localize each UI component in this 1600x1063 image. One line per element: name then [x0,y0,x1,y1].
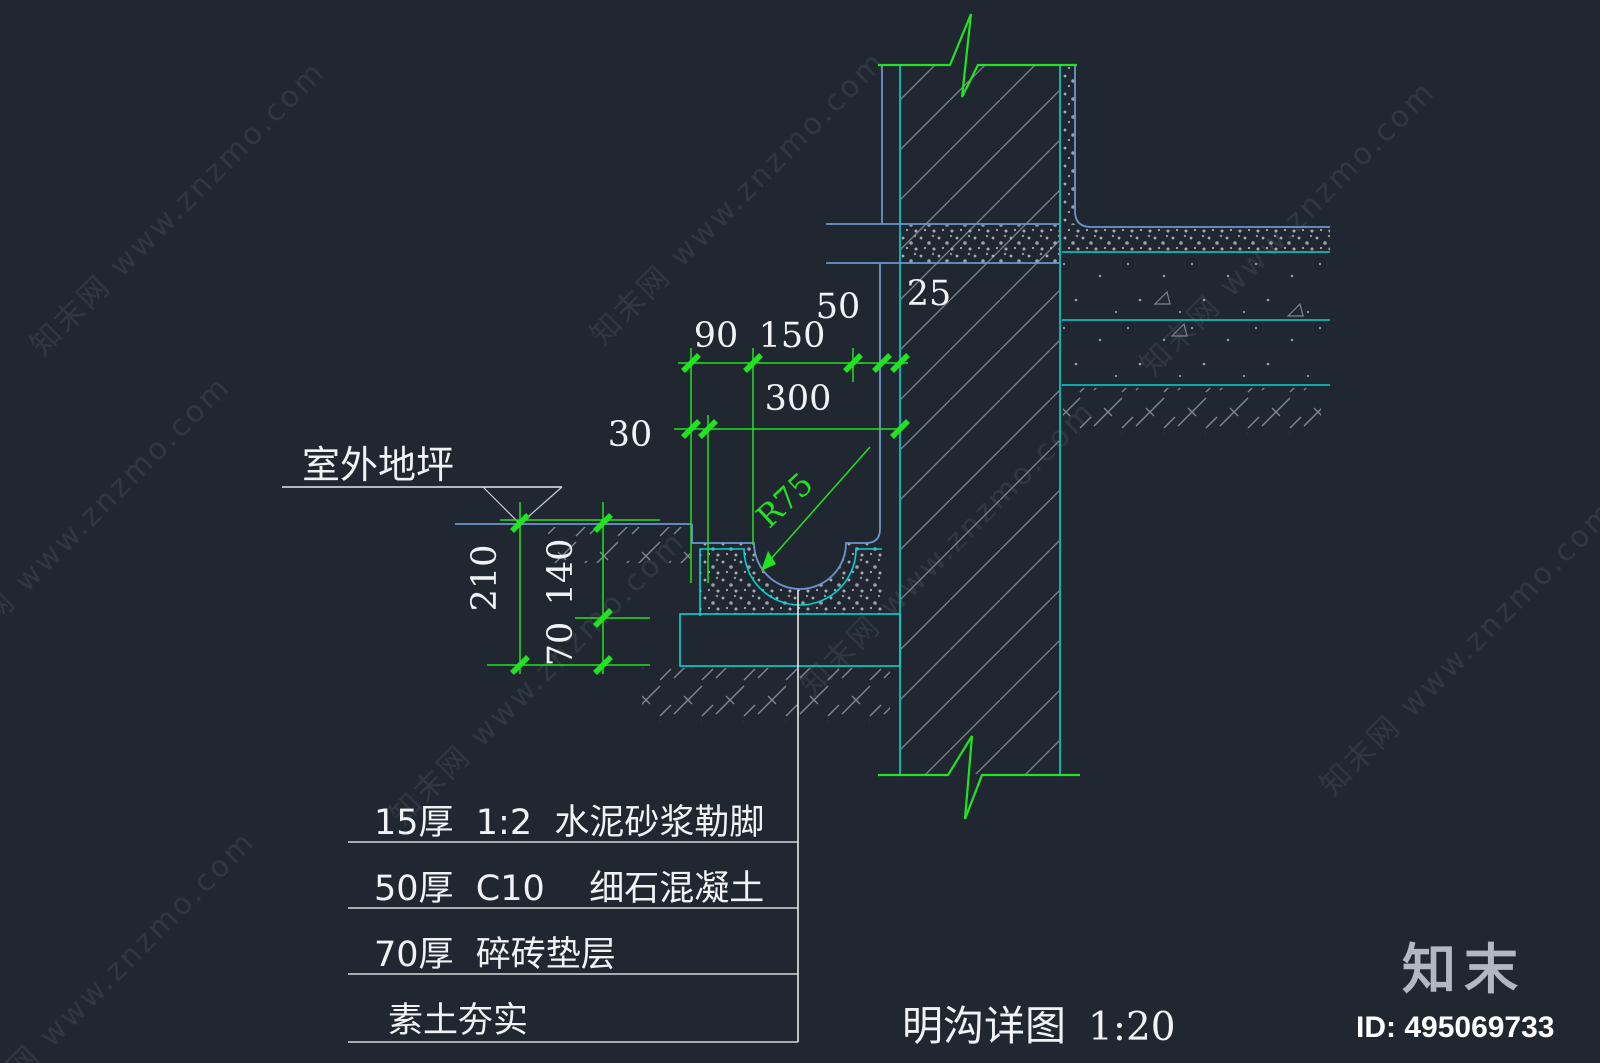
gutter-mortar-lining [691,263,881,590]
gutter-base-slab [679,613,901,667]
bedding-layer-dots [1063,321,1330,384]
dim-140: 140 [541,539,581,606]
dim-150: 150 [759,316,826,356]
drawing-title-block: 明沟详图 1:20 [902,1002,1176,1050]
material-notes: 15厚 1:2 水泥砂浆勒脚 50厚 C10 细石混凝土 70厚 碎砖垫层 素土… [374,803,764,1041]
dim-210: 210 [465,545,505,612]
concrete-layer-dots [1063,253,1330,319]
note-row-1: 15厚 1:2 水泥砂浆勒脚 [374,803,764,843]
dimension-labels: 90 150 50 25 300 30 210 140 70 R75 [465,274,951,666]
wall-hatch [901,66,1059,774]
texture-layer [548,66,1330,774]
site-branding: 知末 ID: 495069733 [1356,938,1555,1044]
wall-right-plaster-stipple [1062,66,1075,225]
dim-50: 50 [816,287,861,327]
structure-cyan-lines [679,66,1330,774]
tamped-earth-left-patch [548,527,690,563]
tamped-earth-right [1063,388,1321,434]
note-row-3: 70厚 碎砖垫层 [374,935,616,975]
wall-right-plaster-and-floor-surface [1074,66,1330,228]
green-lines [487,13,1080,820]
floor-surface-stipple [1062,229,1330,251]
tamped-earth-under-slab [642,668,890,722]
dimension-ticks [510,353,910,675]
white-lines [282,486,799,1043]
dim-30: 30 [608,415,653,455]
gutter-channel-cut-bowl [754,497,846,589]
dim-70: 70 [541,622,581,667]
note-row-4: 素土夯实 [388,1001,528,1041]
site-logo: 知末 [1402,938,1526,1001]
radius-leader [761,446,871,570]
asset-id: ID: 495069733 [1356,1011,1555,1044]
drawing-scale: 1:20 [1088,1005,1176,1050]
break-line-bottom [878,735,1080,820]
dim-300: 300 [765,379,832,419]
radius-arrowhead [761,551,776,571]
dim-90: 90 [694,316,739,356]
note-row-2: 50厚 C10 细石混凝土 [374,869,764,909]
ground-label: 室外地坪 [302,443,454,487]
drawing-title: 明沟详图 [902,1002,1066,1050]
gutter-outer-profile [699,548,882,616]
break-line-top [878,13,1077,98]
floor-slab-through-wall-stipple [901,225,1060,263]
finish-blue-lines [455,66,1330,590]
dim-25: 25 [907,274,952,314]
aggregate-triangles [1153,290,1304,337]
